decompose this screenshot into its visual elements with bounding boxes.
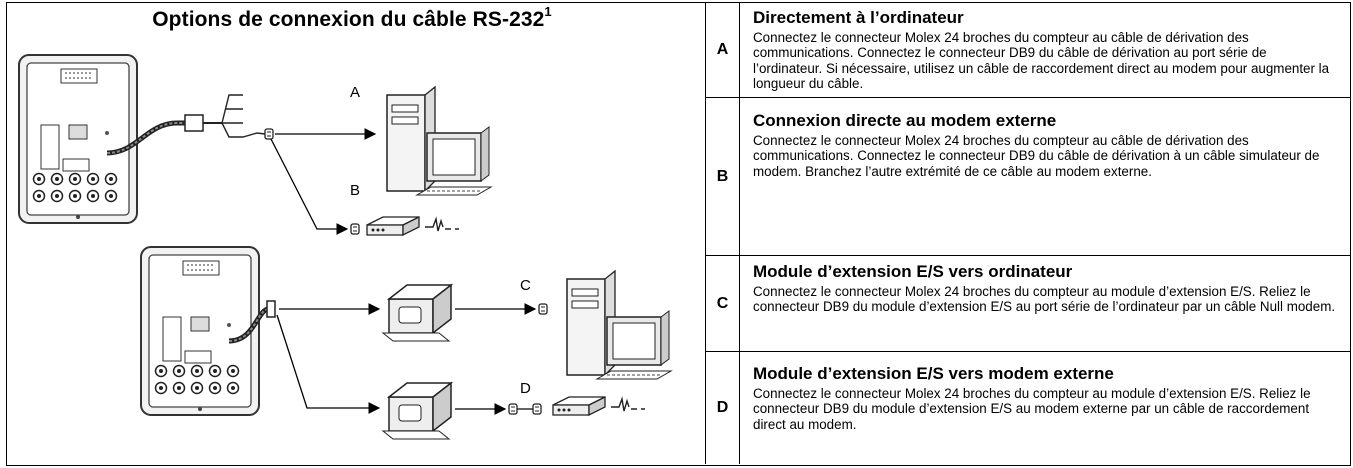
io-module-c bbox=[382, 284, 452, 342]
label-c: C bbox=[520, 277, 531, 294]
computer-c bbox=[566, 270, 672, 380]
option-row-a: A Directement à l’ordinateur Connectez l… bbox=[706, 2, 1350, 98]
option-body: Connectez le connecteur Molex 24 broches… bbox=[753, 386, 1311, 432]
option-description: Module d’extension E/S vers ordinateur C… bbox=[753, 262, 1338, 315]
option-row-b: B Connexion directe au modem externe Con… bbox=[706, 98, 1350, 256]
option-body: Connectez le connecteur Molex 24 broches… bbox=[753, 284, 1336, 315]
document-page: A B C D Options de connexion du câble bbox=[6, 2, 1351, 466]
option-description: Connexion directe au modem externe Conne… bbox=[753, 111, 1338, 179]
option-letter: A bbox=[706, 2, 740, 97]
diagram-panel: A B C D Options de connexion du câble bbox=[7, 3, 703, 464]
computer-a bbox=[386, 86, 492, 196]
option-letter: C bbox=[706, 256, 740, 351]
option-heading: Module d’extension E/S vers ordinateur bbox=[753, 262, 1073, 281]
option-row-c: C Module d’extension E/S vers ordinateur… bbox=[706, 256, 1350, 352]
option-heading: Connexion directe au modem externe bbox=[753, 111, 1057, 130]
meter-device-top bbox=[18, 54, 138, 224]
connection-diagram: A B C D bbox=[18, 54, 672, 440]
option-letter: D bbox=[706, 352, 740, 464]
outer-frame bbox=[6, 2, 1351, 466]
option-heading: Module d’extension E/S vers modem extern… bbox=[753, 364, 1114, 383]
option-letter: B bbox=[706, 98, 740, 255]
meter-device-bottom bbox=[140, 246, 260, 416]
option-description: Module d’extension E/S vers modem extern… bbox=[753, 364, 1338, 432]
io-module-d bbox=[382, 382, 452, 440]
option-body: Connectez le connecteur Molex 24 broches… bbox=[753, 133, 1320, 179]
modem-d bbox=[552, 396, 606, 416]
footnote-marker: 1 bbox=[544, 4, 552, 19]
options-table: A Directement à l’ordinateur Connectez l… bbox=[705, 2, 1350, 464]
option-heading: Directement à l’ordinateur bbox=[753, 8, 964, 27]
label-a: A bbox=[350, 84, 360, 101]
diagram-title-text: Options de connexion du câble RS-232 bbox=[152, 8, 545, 31]
option-description: Directement à l’ordinateur Connectez le … bbox=[753, 8, 1338, 92]
option-body: Connectez le connecteur Molex 24 broches… bbox=[753, 30, 1330, 92]
label-b: B bbox=[350, 182, 360, 199]
label-d: D bbox=[520, 380, 531, 397]
diagram-title: Options de connexion du câble RS-2321 bbox=[7, 4, 697, 32]
modem-b bbox=[366, 216, 420, 236]
option-row-d: D Module d’extension E/S vers modem exte… bbox=[706, 352, 1350, 464]
